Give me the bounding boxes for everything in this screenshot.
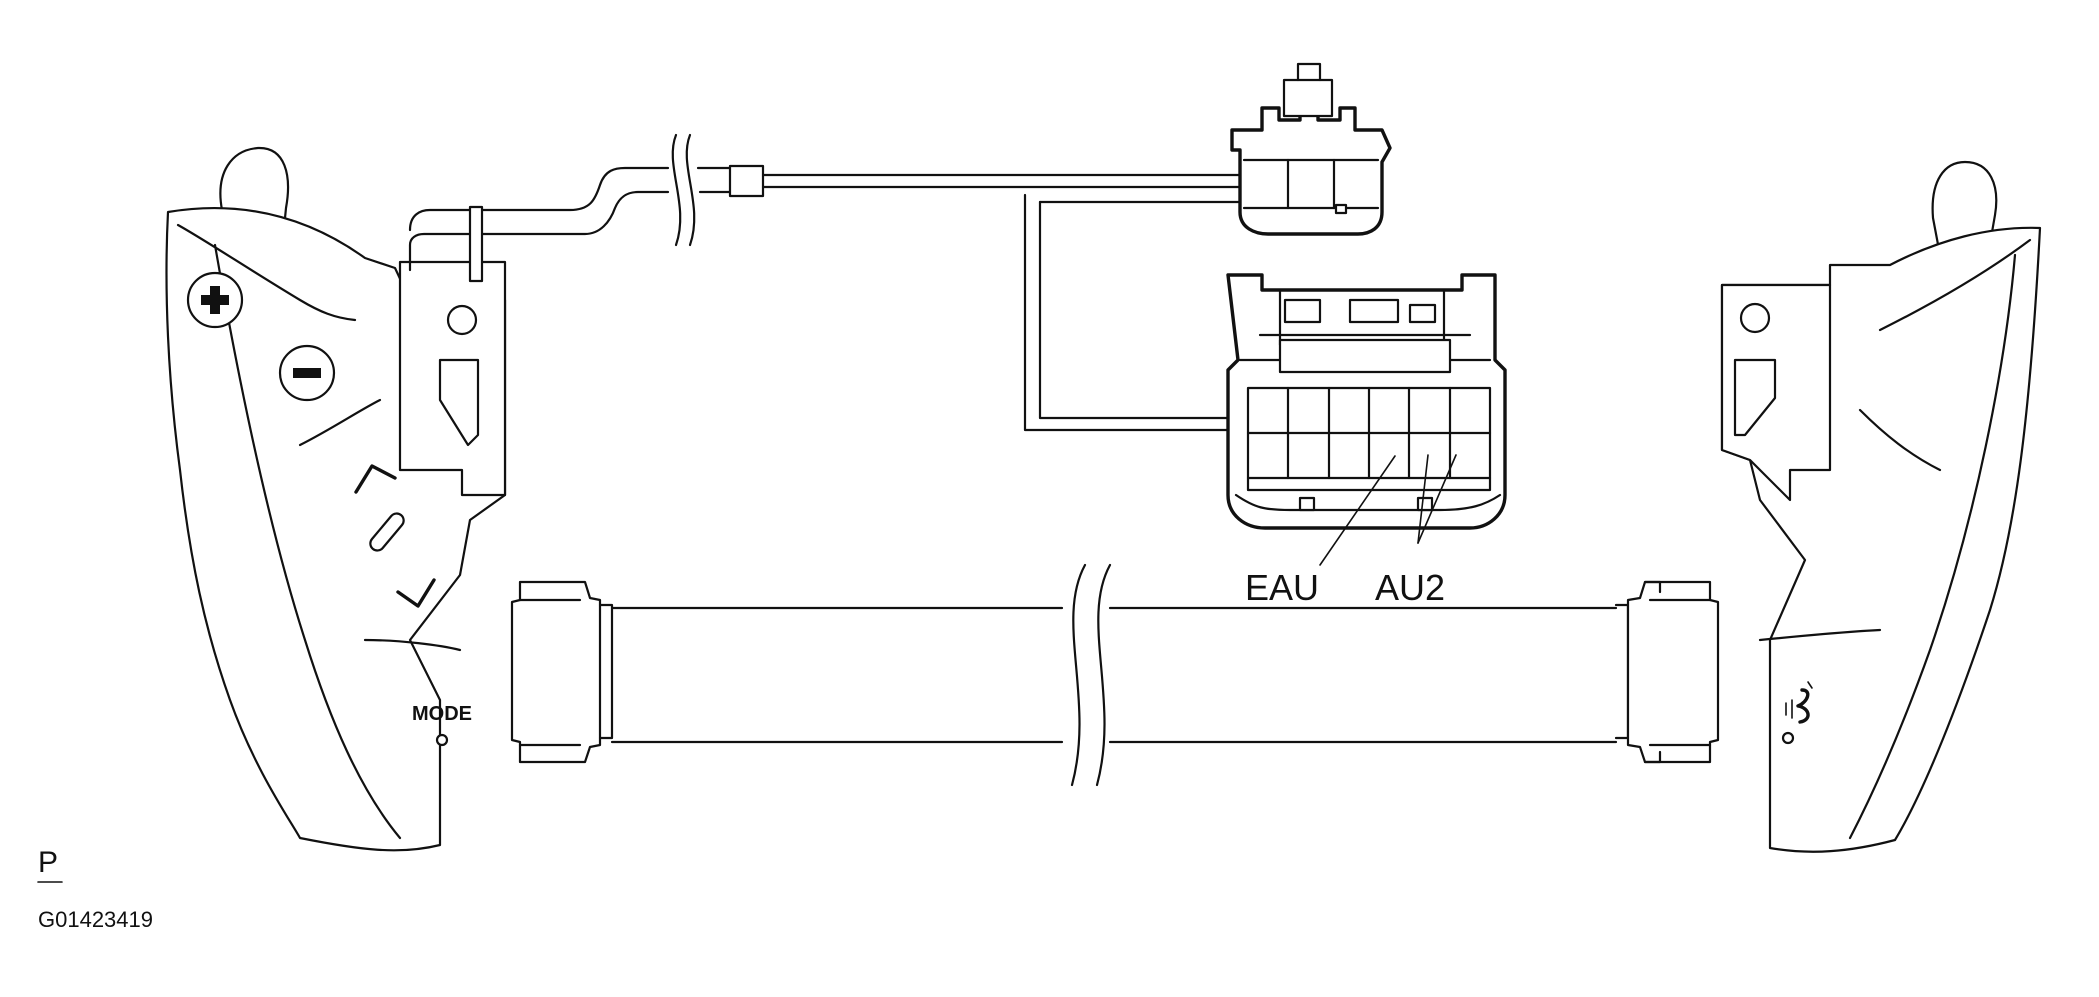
plus-icon — [201, 286, 229, 314]
corner-mark: P — [38, 846, 58, 879]
chevron-down-icon — [396, 578, 436, 608]
mode-button[interactable]: MODE — [412, 703, 472, 747]
volume-down-button[interactable] — [278, 344, 336, 402]
mode-label: MODE — [412, 703, 472, 725]
mode-indicator-dot — [435, 733, 449, 747]
right-steering-pad-switch — [1720, 160, 2042, 853]
harness-cable — [408, 133, 1242, 432]
volume-up-button[interactable] — [186, 271, 244, 329]
voice-indicator-dot — [1781, 731, 1795, 745]
seek-up-button[interactable] — [354, 464, 397, 494]
chevron-up-icon — [354, 464, 397, 494]
seek-slot — [369, 512, 405, 552]
lower-connector — [1226, 273, 1507, 566]
upper-connector — [1230, 62, 1392, 236]
minus-icon — [293, 368, 321, 378]
left-steering-pad-switch: MODE — [165, 146, 507, 852]
seek-down-button[interactable] — [396, 578, 436, 608]
voice-talk-button[interactable] — [1781, 681, 1813, 745]
figure-id: G01423419 — [38, 907, 153, 932]
center-shaft — [510, 563, 1720, 787]
connector-label-au2: AU2 — [1375, 567, 1445, 608]
connector-label-eau: EAU — [1245, 567, 1319, 608]
voice-talk-icon — [1785, 681, 1813, 724]
